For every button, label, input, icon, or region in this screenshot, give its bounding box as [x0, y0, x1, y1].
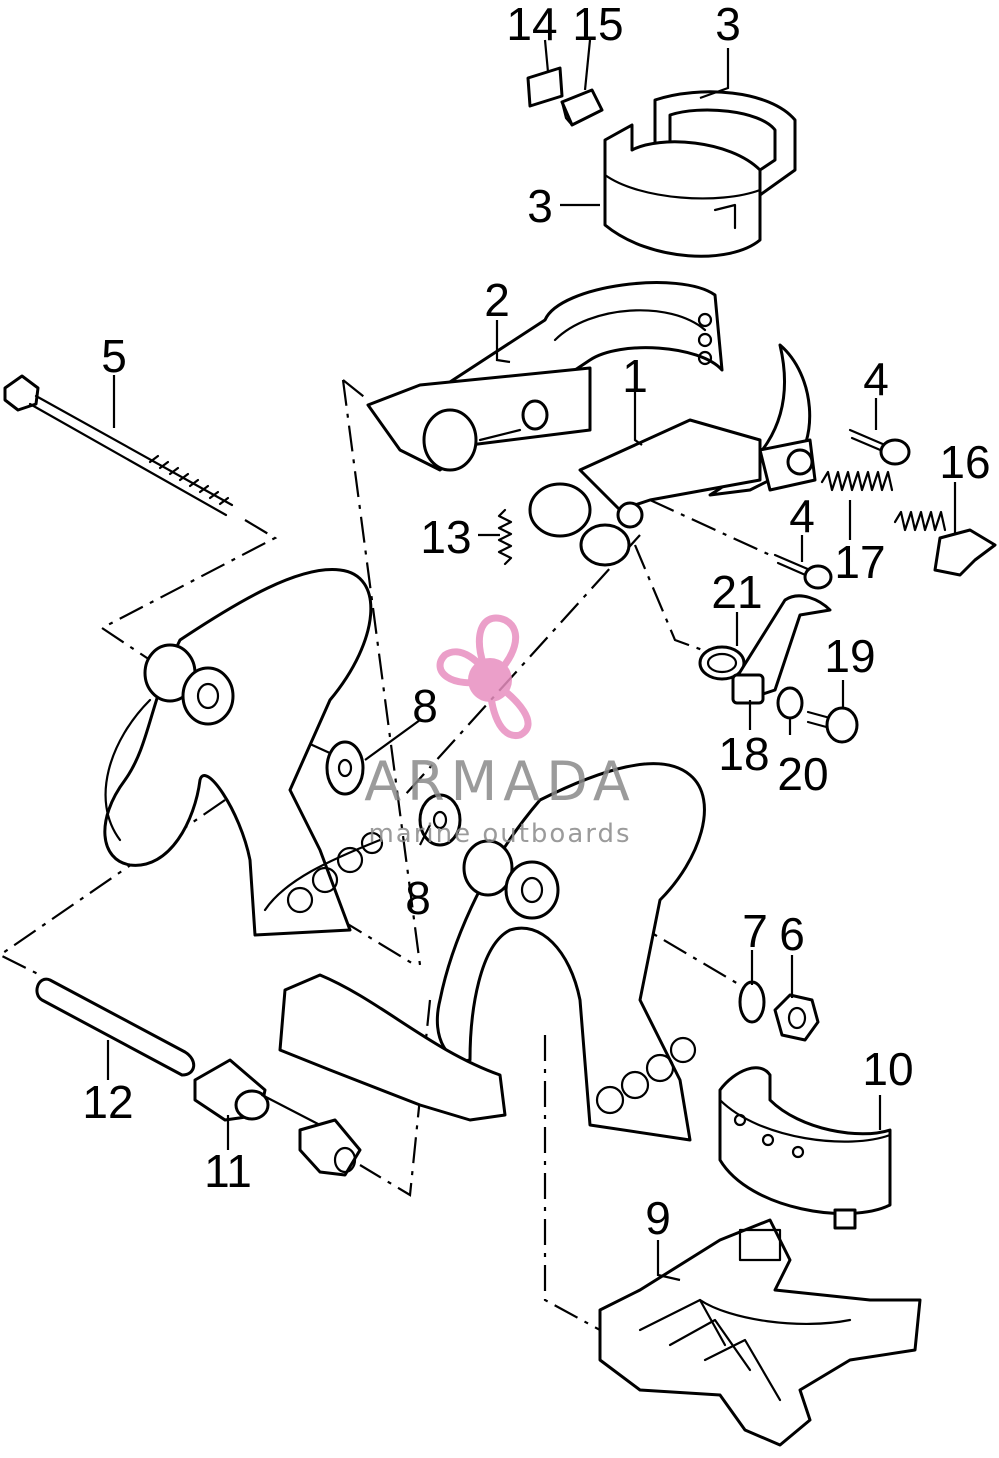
- callout-12: 12: [82, 1076, 133, 1128]
- callout-2: 2: [484, 274, 510, 326]
- part-1-swivel-bracket: [528, 343, 817, 567]
- part-18-lever: [731, 594, 832, 705]
- part-19-screw: [806, 706, 859, 744]
- part-8-washer-right: [418, 793, 462, 847]
- callout-19: 19: [824, 630, 875, 682]
- part-12-tube: [35, 977, 196, 1077]
- callout-8-lower: 8: [405, 872, 431, 924]
- callout-4-lower: 4: [789, 490, 815, 542]
- left-clamp-bracket: [103, 568, 384, 937]
- part-16-wing-bolt: [893, 510, 997, 577]
- part-14-pad: [526, 66, 564, 108]
- part-9-lower-bracket: [598, 1218, 922, 1447]
- part-10-thrust-plate: [718, 1066, 892, 1230]
- part-13-spring: [497, 508, 513, 566]
- callout-18: 18: [718, 728, 769, 780]
- callout-20: 20: [777, 748, 828, 800]
- callout-11: 11: [204, 1145, 252, 1197]
- callout-9: 9: [645, 1192, 671, 1244]
- watermark-brand: ARMADA: [364, 750, 636, 813]
- callout-3-top: 3: [715, 0, 741, 50]
- part-20-washer: [776, 686, 804, 720]
- part-3-bushing-front: [603, 123, 762, 258]
- callout-5: 5: [101, 330, 127, 382]
- part-5-long-bolt: [3, 374, 234, 517]
- callout-10: 10: [862, 1043, 913, 1095]
- callout-15: 15: [572, 0, 623, 50]
- callout-6: 6: [779, 908, 805, 960]
- part-6-nut: [773, 993, 820, 1042]
- callout-1: 1: [622, 350, 648, 402]
- callout-17: 17: [834, 536, 885, 588]
- callout-8-upper: 8: [412, 680, 438, 732]
- part-21-ring: [698, 645, 746, 681]
- part-8-washer-left: [325, 740, 365, 796]
- callout-13: 13: [420, 511, 471, 563]
- part-11-tilt-lock-lever: [193, 973, 507, 1177]
- part-15-pad: [560, 88, 604, 127]
- part-7-washer: [738, 980, 766, 1024]
- callout-16: 16: [939, 436, 990, 488]
- callout-21: 21: [711, 566, 762, 618]
- callout-3-mid: 3: [527, 180, 553, 232]
- watermark-tagline: marine outboards: [368, 819, 631, 849]
- armada-watermark: ARMADA marine outboards: [364, 614, 636, 849]
- propeller-icon: [436, 614, 532, 739]
- callout-leaders: [106, 39, 957, 1282]
- part-17-spring: [820, 470, 894, 492]
- callout-labels: 14 15 3 3 2 1 4 16 5 4 17 13 21 19 8 18 …: [82, 0, 990, 1244]
- part-2-swivel-arm: [366, 281, 724, 472]
- callout-7: 7: [742, 905, 768, 957]
- callout-14: 14: [506, 0, 557, 50]
- callout-4-upper: 4: [863, 353, 889, 405]
- part-4-bolt-lower: [773, 553, 833, 590]
- part-4-bolt-upper: [848, 428, 911, 466]
- right-clamp-bracket: [435, 762, 706, 1142]
